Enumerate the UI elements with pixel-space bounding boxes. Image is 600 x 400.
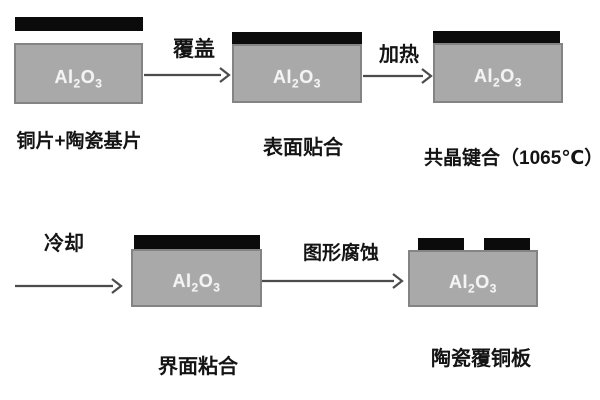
arrow-cool-label: 冷却 [44,233,84,255]
stage1-caption: 铜片+陶瓷基片 [16,131,142,152]
arrow-heat-label: 加热 [379,44,419,66]
ceramic-substrate-stage4: Al2O3 [131,249,262,307]
stage4-caption: 界面粘合 [158,356,238,378]
copper-sheet-bar-stage1 [15,17,143,31]
arrow-cover [144,67,231,83]
copper-sheet-bar-stage3 [433,31,560,43]
al2o3-formula: Al2O3 [449,271,497,296]
ceramic-substrate-stage1: Al2O3 [14,43,143,104]
al2o3-formula: Al2O3 [474,66,522,90]
arrow-heat [363,68,433,84]
ceramic-substrate-stage3: Al2O3 [433,43,563,103]
ceramic-substrate-stage2: Al2O3 [232,44,362,103]
arrow-cover-label: 覆盖 [173,38,215,61]
stage3-caption: 共晶键合（1065℃） [424,148,600,169]
al2o3-formula: Al2O3 [273,66,321,91]
copper-pad-bar-right [484,238,530,250]
arrow-cool [15,278,123,294]
stage2-caption: 表面贴合 [263,137,343,159]
ceramic-substrate-stage5: Al2O3 [408,250,538,307]
arrow-etch-label: 图形腐蚀 [302,243,379,264]
copper-sheet-bar-stage2 [232,32,362,44]
al2o3-formula: Al2O3 [54,66,103,91]
copper-sheet-bar-stage4 [134,235,260,249]
al2o3-formula: Al2O3 [172,271,221,295]
copper-pad-bar-left [418,238,464,250]
arrow-etch [262,273,404,289]
stage5-caption: 陶瓷覆铜板 [431,348,531,370]
